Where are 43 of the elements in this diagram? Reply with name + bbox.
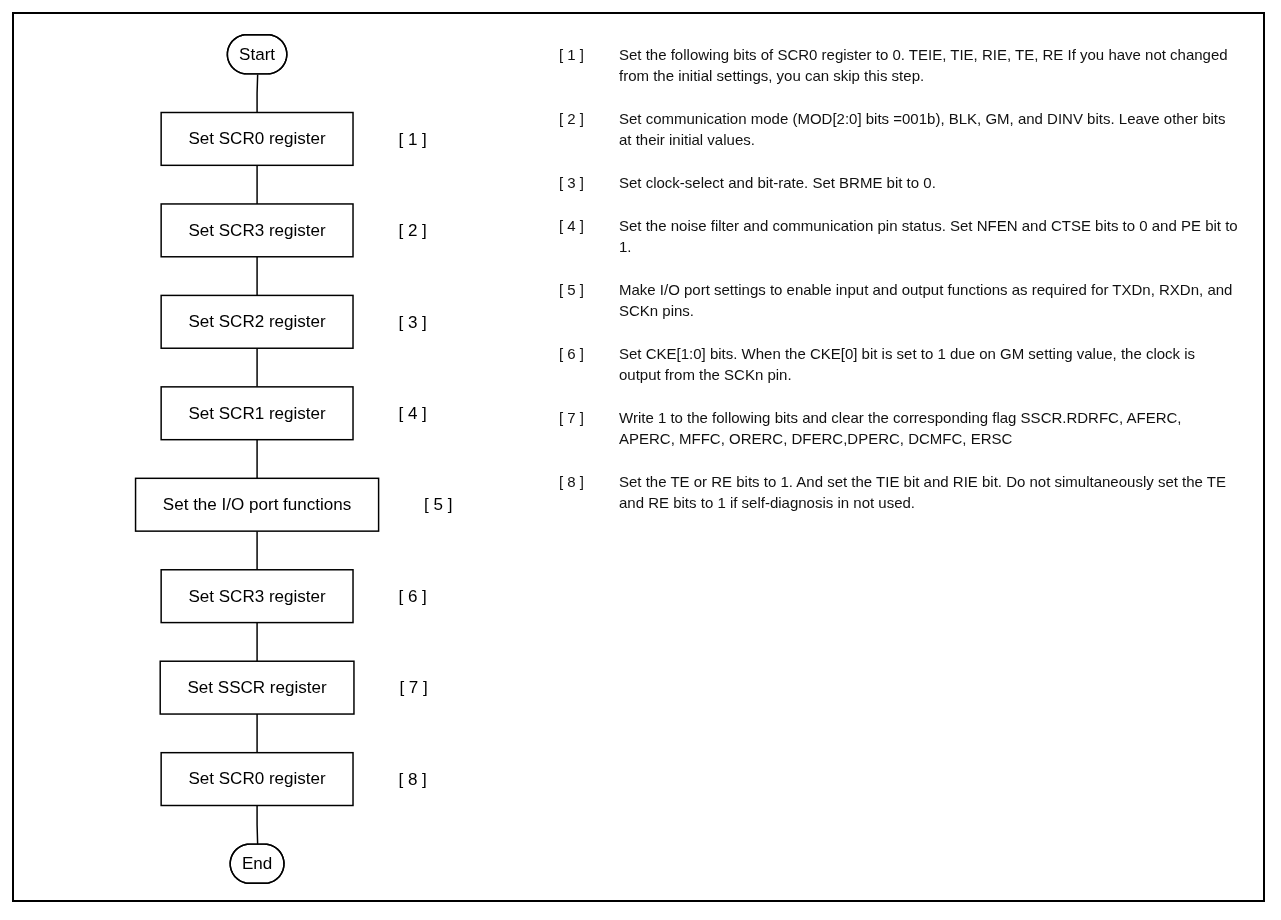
- step-number: [ 5 ]: [424, 495, 453, 515]
- step-note: Write 1 to the following bits and clear the corresponding flag SSCR.RDRFC, AFERC, APERC, MFFC, ORERC, DFERC,DPERC, DCMFC, ERSC: [619, 408, 1183, 449]
- connector-line: [256, 530, 258, 571]
- step-note: Set CKE[1:0] bits. When the CKE[0] bit is set to 1 due on GM setting value, the clock is output from the SCKn pin.: [619, 344, 1197, 385]
- step-note: Set the TE or RE bits to 1. And set the TIE bit and RIE bit. Do not simultaneously set the TE and RE bits to 1 if self-diagnosis in not used.: [619, 472, 1227, 513]
- step-number: [ 4 ]: [398, 403, 427, 423]
- connector-line: [256, 347, 258, 388]
- step-number: [ 7 ]: [559, 408, 585, 428]
- process-box: Set SCR1 register: [160, 386, 354, 441]
- step-note: Set clock-select and bit-rate. Set BRME bit to 0.: [619, 173, 937, 193]
- process-box: Set SCR0 register: [160, 111, 354, 167]
- process-box: Set SCR2 register: [160, 294, 354, 349]
- step-number: [ 2 ]: [559, 109, 585, 129]
- process-box: Set SCR0 register: [160, 751, 354, 807]
- process-box: Set SSCR register: [159, 660, 355, 715]
- step-note: Make I/O port settings to enable input and output functions as required for TXDn, RXDn, and SCKn pins.: [619, 280, 1234, 321]
- connector-line: [256, 256, 258, 297]
- step-note: Set the following bits of SCR0 register to 0. TEIE, TIE, RIE, TE, RE If you have not changed from the initial settings, you can skip this step.: [619, 45, 1229, 86]
- step-note: Set the noise filter and communication pin status. Set NFEN and CTSE bits to 0 and PE bit to 1.: [619, 216, 1239, 257]
- step-number: [ 5 ]: [559, 280, 585, 300]
- connector-line: [256, 804, 259, 846]
- process-box: Set the I/O port functions: [134, 477, 380, 532]
- connector-line: [256, 73, 259, 114]
- connector-line: [256, 713, 258, 754]
- terminal-box: Start: [226, 33, 288, 75]
- connector-line: [256, 164, 258, 205]
- step-number: [ 2 ]: [398, 221, 427, 241]
- terminal-box: End: [229, 843, 285, 885]
- step-number: [ 3 ]: [559, 173, 585, 193]
- step-number: [ 1 ]: [398, 129, 427, 149]
- step-number: [ 7 ]: [399, 678, 428, 698]
- step-number: [ 4 ]: [559, 216, 585, 236]
- step-number: [ 6 ]: [398, 586, 427, 606]
- step-number: [ 8 ]: [559, 472, 585, 492]
- process-box: Set SCR3 register: [160, 203, 354, 258]
- process-box: Set SCR3 register: [160, 569, 354, 624]
- connector-line: [256, 621, 258, 662]
- connector-line: [256, 438, 258, 480]
- step-number: [ 3 ]: [398, 312, 427, 332]
- step-number: [ 6 ]: [559, 344, 585, 364]
- step-number: [ 8 ]: [398, 769, 427, 789]
- step-note: Set communication mode (MOD[2:0] bits =001b), BLK, GM, and DINV bits. Leave other bits at their initial values.: [619, 109, 1227, 150]
- step-number: [ 1 ]: [559, 45, 585, 65]
